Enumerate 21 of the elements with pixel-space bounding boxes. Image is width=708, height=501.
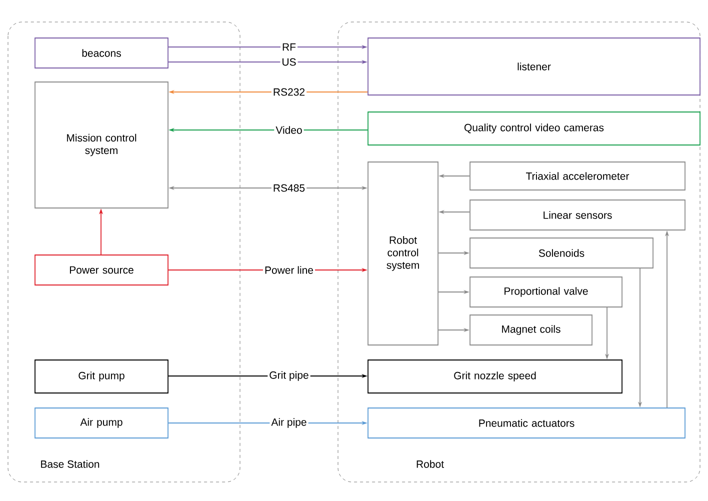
process-box: beacons	[34, 38, 168, 68]
edge-label: Video	[274, 124, 304, 136]
process-box: Quality control video cameras	[368, 112, 700, 146]
process-box: Grit pump	[34, 360, 168, 394]
process-box: Power source	[34, 254, 168, 286]
process-box: Solenoids	[470, 238, 654, 268]
process-box: Grit nozzle speed	[368, 360, 622, 394]
edge-label: Grit pipe	[268, 370, 310, 382]
edge-label: RF	[280, 42, 298, 52]
process-box: Triaxial accelerometer	[470, 162, 686, 190]
edge-label: US	[280, 56, 298, 68]
edge-label: Air pipe	[270, 416, 308, 430]
process-box: Magnet coils	[470, 314, 592, 346]
process-box: Pneumatic actuators	[368, 408, 686, 438]
edge-label: Power line	[263, 264, 316, 276]
process-box: Robot control system	[368, 162, 438, 346]
process-box: Mission control system	[34, 82, 168, 208]
process-box: Air pump	[34, 408, 168, 438]
process-box: listener	[368, 38, 700, 96]
process-box: Proportional valve	[470, 276, 622, 308]
process-box: Linear sensors	[470, 200, 686, 230]
